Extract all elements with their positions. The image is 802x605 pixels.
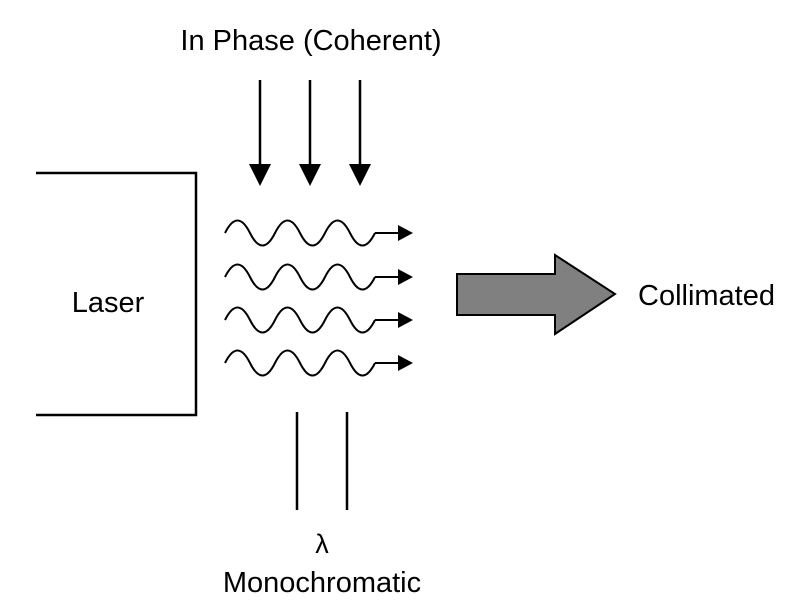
collimated-label: Collimated [638, 280, 775, 312]
down-arrow-2 [299, 80, 321, 186]
laser-box [36, 171, 198, 417]
laser-label: Laser [72, 287, 145, 319]
wavelength-markers [295, 412, 349, 510]
wave-3 [224, 306, 413, 334]
collimated-arrow [456, 253, 617, 336]
wave-1 [224, 219, 413, 247]
monochromatic-label: Monochromatic [223, 567, 421, 599]
in-phase-label: In Phase (Coherent) [180, 25, 441, 57]
waves [224, 219, 413, 377]
lambda-symbol: λ [315, 529, 329, 559]
wave-2 [224, 263, 413, 291]
wave-4 [224, 349, 413, 377]
down-arrows [249, 80, 371, 186]
down-arrow-3 [349, 80, 371, 186]
down-arrow-1 [249, 80, 271, 186]
